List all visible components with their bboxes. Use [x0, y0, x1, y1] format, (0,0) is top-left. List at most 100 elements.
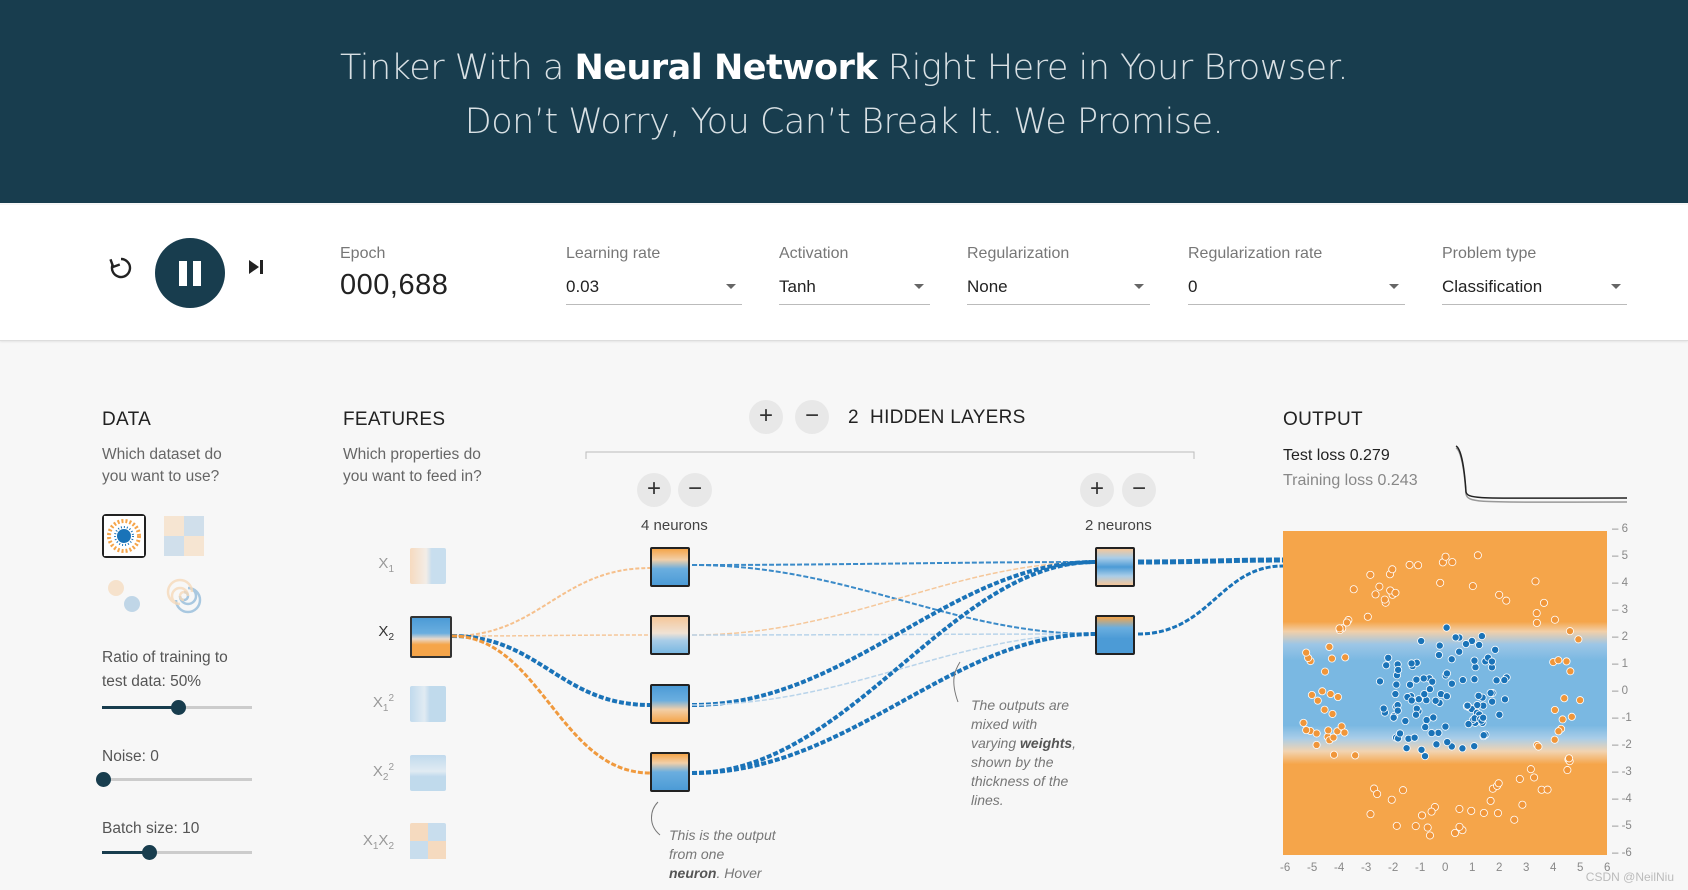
data-point-blue — [1442, 669, 1451, 678]
data-point-orange — [1326, 690, 1335, 699]
layer2-neuron-count: 2 neurons — [1085, 517, 1152, 534]
weight-link[interactable] — [451, 634, 651, 775]
data-point-orange — [1566, 667, 1575, 676]
weight-link[interactable] — [1137, 564, 1284, 636]
neuron-l1-4[interactable] — [650, 752, 690, 792]
data-point-blue — [1434, 728, 1443, 737]
feature-sub: 2 — [382, 772, 389, 783]
data-point-blue — [1394, 665, 1403, 674]
regularization-rate-field: Regularization rate 0 — [1188, 245, 1405, 305]
dataset-gaussian-thumbnail[interactable] — [102, 574, 146, 618]
data-point-orange — [1532, 609, 1541, 618]
data-point-orange — [1436, 578, 1445, 587]
weight-link[interactable] — [691, 632, 1096, 775]
data-point-orange — [1342, 618, 1351, 627]
data-point-orange — [1510, 815, 1519, 824]
neuron-l1-3[interactable] — [650, 684, 690, 724]
data-point-orange — [1502, 596, 1511, 605]
hero-text: Right Here in Your Browser. — [877, 48, 1349, 88]
data-point-blue — [1470, 656, 1479, 665]
problem-type-select[interactable]: Classification — [1442, 277, 1627, 305]
remove-neuron-layer1-button[interactable]: − — [678, 473, 712, 507]
data-point-orange — [1550, 735, 1559, 744]
weight-link[interactable] — [691, 561, 1096, 566]
dataset-spiral-thumbnail[interactable] — [162, 574, 206, 618]
y-tick-label: – 1 — [1612, 658, 1628, 670]
remove-neuron-layer2-button[interactable]: − — [1122, 473, 1156, 507]
regularization-rate-select[interactable]: 0 — [1188, 277, 1405, 305]
weight-link[interactable] — [691, 564, 1096, 635]
data-point-orange — [1455, 804, 1464, 813]
remove-layer-button[interactable]: − — [795, 400, 829, 434]
data-point-orange — [1399, 786, 1408, 795]
feature-x2-node[interactable] — [410, 616, 452, 658]
activation-select[interactable]: Tanh — [779, 277, 930, 305]
weights-annotation: The outputs are mixed with varying weigh… — [971, 696, 1076, 810]
data-point-orange — [1387, 795, 1396, 804]
data-point-orange — [1333, 693, 1342, 702]
chevron-down-icon — [726, 284, 736, 289]
note-line: from one — [669, 846, 725, 862]
data-point-blue — [1479, 731, 1488, 740]
data-point-orange — [1531, 577, 1540, 586]
regularization-select[interactable]: None — [967, 277, 1150, 305]
batch-size-slider-thumb[interactable] — [142, 845, 157, 860]
weight-link[interactable] — [691, 633, 1096, 636]
hidden-layers-bracket — [585, 451, 1195, 459]
data-point-orange — [1307, 690, 1316, 699]
pause-button[interactable] — [155, 238, 225, 308]
data-point-blue — [1421, 752, 1430, 761]
feature-label-x1: X1 — [364, 555, 394, 575]
x-tick-label: 1 — [1469, 862, 1476, 874]
x-tick-label: -2 — [1388, 862, 1399, 874]
reset-icon[interactable] — [108, 255, 134, 288]
dataset-xor-thumbnail[interactable] — [162, 514, 206, 558]
dataset-circle-thumbnail[interactable] — [102, 514, 146, 558]
data-point-blue — [1425, 685, 1434, 694]
watermark: CSDN @NeilNiu — [1585, 870, 1674, 884]
feature-label-x2-squared: X22 — [364, 762, 394, 783]
neuron-l1-2[interactable] — [650, 615, 690, 655]
weight-link[interactable] — [451, 634, 651, 637]
weight-link[interactable] — [691, 561, 1096, 636]
ratio-label-line: Ratio of training to — [102, 649, 228, 666]
neuron-l2-2[interactable] — [1095, 615, 1135, 655]
neuron-l1-1[interactable] — [650, 547, 690, 587]
data-point-blue — [1495, 710, 1504, 719]
add-layer-button[interactable]: + — [749, 400, 783, 434]
weight-link[interactable] — [1137, 557, 1284, 565]
y-tick-label: – -2 — [1612, 739, 1632, 751]
batch-size-slider-fill — [102, 851, 149, 854]
data-point-blue — [1474, 691, 1483, 700]
hero-emphasis: Neural Network — [574, 48, 878, 88]
feature-x1x2-node[interactable] — [410, 823, 446, 859]
hidden-layers-label: HIDDEN LAYERS — [870, 407, 1026, 428]
batch-size-slider-track[interactable] — [102, 851, 252, 854]
data-point-blue — [1473, 701, 1482, 710]
data-point-blue — [1442, 692, 1451, 701]
noise-slider-thumb[interactable] — [96, 772, 111, 787]
add-neuron-layer1-button[interactable]: + — [637, 473, 671, 507]
data-point-orange — [1448, 558, 1457, 567]
y-tick-label: – 0 — [1612, 685, 1628, 697]
pause-icon — [193, 261, 201, 286]
epoch-value: 000,688 — [340, 269, 449, 301]
data-point-blue — [1420, 690, 1429, 699]
feature-x1-node[interactable] — [410, 548, 446, 584]
ratio-slider-thumb[interactable] — [171, 700, 186, 715]
weight-link[interactable] — [691, 560, 1096, 775]
note-line: lines. — [971, 792, 1004, 808]
weight-link[interactable] — [451, 634, 651, 707]
weight-link[interactable] — [691, 560, 1096, 707]
feature-x2-squared-node[interactable] — [410, 755, 446, 791]
feature-x1-squared-node[interactable] — [410, 686, 446, 722]
step-forward-icon[interactable] — [246, 257, 266, 283]
weight-link[interactable] — [451, 567, 651, 637]
dataset-spiral-icon — [166, 578, 202, 614]
noise-slider-track[interactable] — [102, 778, 252, 781]
activation-value: Tanh — [779, 277, 816, 296]
neuron-l2-1[interactable] — [1095, 547, 1135, 587]
add-neuron-layer2-button[interactable]: + — [1080, 473, 1114, 507]
batch-size-label: Batch size: 10 — [102, 820, 200, 837]
learning-rate-select[interactable]: 0.03 — [566, 277, 742, 305]
